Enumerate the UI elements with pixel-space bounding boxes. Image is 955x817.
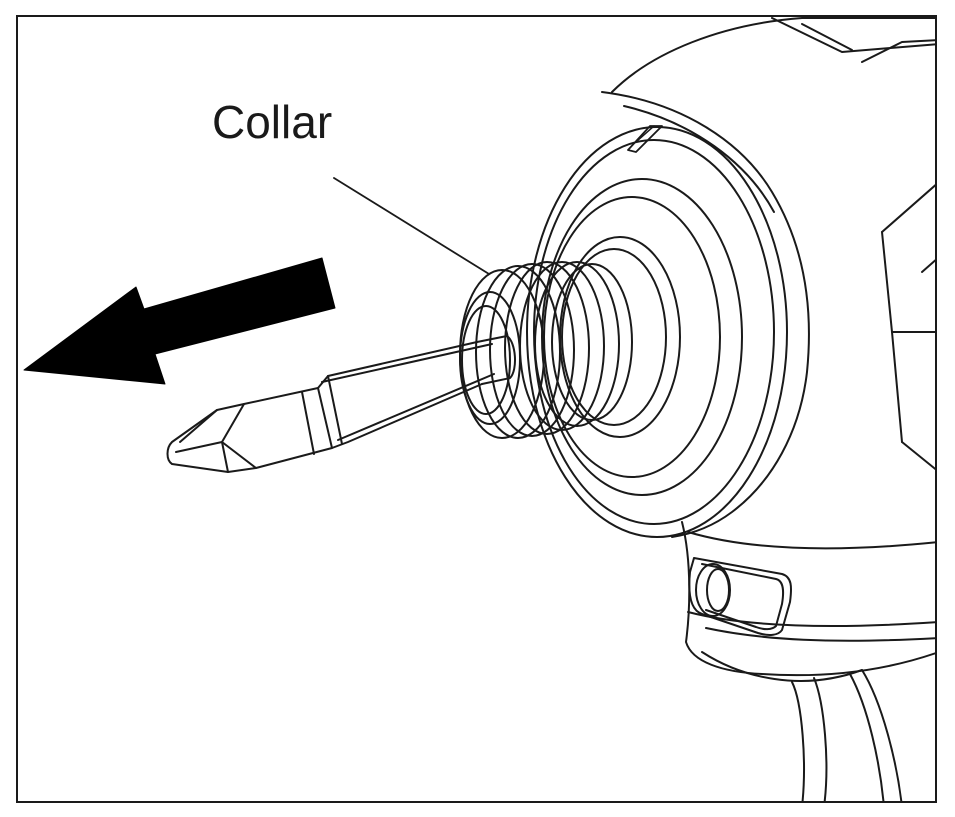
impact-driver-drawing xyxy=(23,17,935,801)
tool-lower-housing xyxy=(681,521,935,677)
callout-leader-line xyxy=(333,177,490,275)
illustration-frame: Collar xyxy=(16,15,937,803)
tool-upper-body xyxy=(601,17,935,538)
screwdriver-bit xyxy=(166,335,516,473)
collar xyxy=(459,261,633,439)
pull-direction-arrow xyxy=(23,257,336,385)
tool-nose xyxy=(526,126,788,538)
collar-label: Collar xyxy=(212,96,333,148)
release-button xyxy=(688,557,792,636)
tool-grip xyxy=(701,651,903,801)
